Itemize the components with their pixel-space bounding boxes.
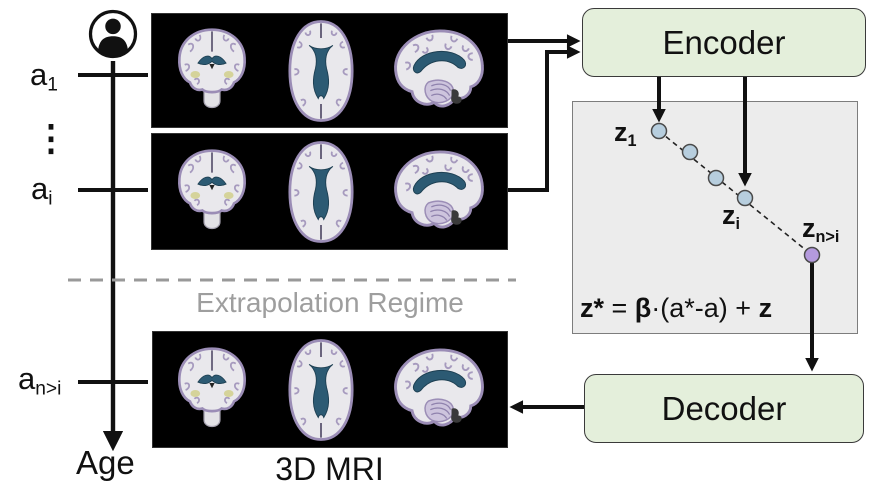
mri-panel-ai xyxy=(151,133,508,250)
ani-sub: n>i xyxy=(35,378,62,400)
person-icon xyxy=(88,9,138,59)
mri-caption: 3D MRI xyxy=(275,451,384,487)
latent-label-z1: z1 xyxy=(614,117,637,151)
timeline-ellipsis: ⋮ xyxy=(33,117,69,158)
brain-sagittal-view xyxy=(386,143,492,240)
equation-rel: = xyxy=(604,293,635,323)
z1-sub: 1 xyxy=(627,131,637,150)
brain-axial-view xyxy=(275,335,367,445)
arrow-panel2-to-encoder xyxy=(508,45,581,192)
brain-axial-view xyxy=(275,16,367,126)
brain-coronal-view xyxy=(168,25,256,117)
brain-coronal-view xyxy=(168,344,256,436)
mri-panel-a1 xyxy=(151,13,508,128)
brain-sagittal-view xyxy=(386,341,492,438)
decoder-block: Decoder xyxy=(584,374,864,443)
age-tick-label-ai: ai xyxy=(31,171,53,210)
latent-label-zi: zi xyxy=(722,200,740,234)
brain-sagittal-view xyxy=(386,22,492,119)
latent-label-zni: zn>i xyxy=(802,213,839,247)
ani-base: a xyxy=(18,361,36,396)
a1-sub: 1 xyxy=(47,74,58,96)
extrapolation-regime-label: Extrapolation Regime xyxy=(196,287,464,318)
zi-sub: i xyxy=(735,214,741,233)
age-tick-label-a1: a1 xyxy=(30,57,58,96)
equation-beta: β xyxy=(634,293,652,323)
latent-equation: z* = β·(a*-a) + z xyxy=(580,293,772,324)
equation-mid: ·(a*-a) + xyxy=(651,293,759,323)
zni-sub: n>i xyxy=(815,227,840,246)
a1-base: a xyxy=(30,57,48,92)
zi-base: z xyxy=(722,200,736,230)
equation-rhs: z xyxy=(758,293,773,323)
zni-base: z xyxy=(802,213,816,243)
z1-base: z xyxy=(614,117,628,147)
brain-axial-view xyxy=(275,137,367,247)
ai-sub: i xyxy=(48,188,53,210)
ai-base: a xyxy=(31,171,49,206)
age-tick-label-ani: an>i xyxy=(18,361,61,400)
age-axis-label: Age xyxy=(76,444,135,481)
mri-panel-ani-generated xyxy=(152,331,508,448)
equation-lhs: z* xyxy=(580,293,605,323)
encoder-block: Encoder xyxy=(582,8,866,77)
brain-coronal-view xyxy=(168,146,256,238)
